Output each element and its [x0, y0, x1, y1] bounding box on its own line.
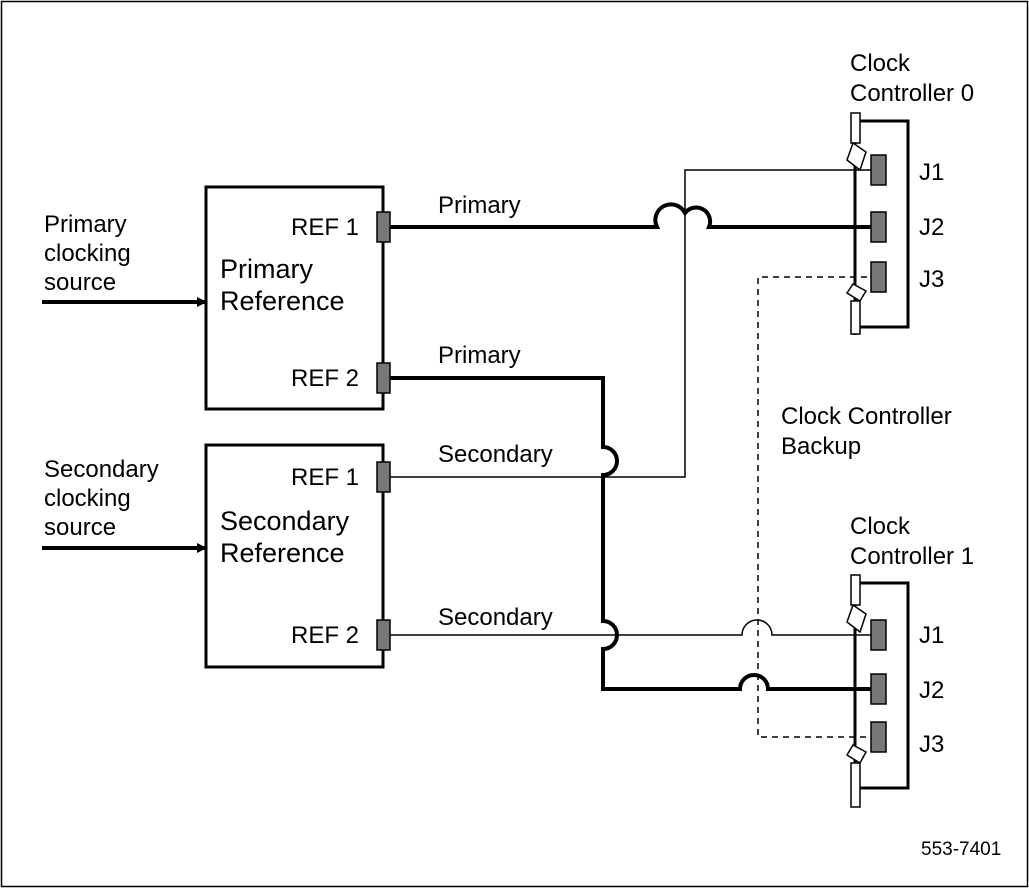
- clock-controller-0: Clock Controller 0 J1 J2 J3: [845, 50, 974, 335]
- figure-id: 553-7401: [921, 839, 1001, 860]
- secondary-ref2-connector: [376, 619, 391, 651]
- primary-source-label: Primary clocking source: [44, 211, 137, 296]
- cc0-j3-label: J3: [919, 266, 944, 293]
- cc0-j2-label: J2: [919, 214, 944, 241]
- secondary-reference-box: Secondary Reference REF 1 REF 2: [204, 443, 391, 669]
- secondary-source-label: Secondary clocking source: [44, 456, 165, 541]
- clock-controller-0-bottom-latch: [845, 283, 868, 335]
- cc0-j1-label: J1: [919, 159, 944, 186]
- cc0-j1-connector: [870, 154, 887, 186]
- clock-controller-0-top-latch: [846, 112, 867, 172]
- clock-controller-1: Clock Controller 1 J1 J2 J3: [845, 513, 974, 808]
- wire-secondary-ref2-to-cc1-j1: [390, 619, 878, 636]
- wire-clock-controller-backup: [757, 276, 878, 738]
- secondary-ref1-connector: [376, 461, 391, 493]
- primary-reference-box: Primary Reference REF 1 REF 2: [204, 185, 391, 411]
- link-label-secondary-ref2: Secondary: [438, 604, 553, 631]
- primary-ref2-label: REF 2: [291, 365, 359, 392]
- cc0-j3-connector: [870, 261, 887, 293]
- clock-controller-1-card: [855, 581, 910, 790]
- clock-controller-backup-label: Clock Controller Backup: [781, 403, 958, 460]
- wire-secondary-ref1-to-cc0-j1: [390, 169, 878, 478]
- cc1-j1-label: J1: [919, 622, 944, 649]
- wires: [390, 169, 878, 738]
- clock-controller-0-card: [855, 119, 910, 329]
- cc1-j3-connector: [870, 721, 887, 753]
- primary-ref1-connector: [376, 211, 391, 243]
- primary-ref1-label: REF 1: [291, 214, 359, 241]
- clock-controller-0-title: Clock Controller 0: [850, 50, 974, 107]
- secondary-ref1-label: REF 1: [291, 464, 359, 491]
- clock-controller-1-bottom-latch: [845, 744, 868, 808]
- cc0-j2-connector: [870, 211, 887, 243]
- clock-controller-1-top-latch: [846, 574, 867, 634]
- cc1-j2-label: J2: [919, 677, 944, 704]
- secondary-ref2-label: REF 2: [291, 622, 359, 649]
- clock-controller-1-title: Clock Controller 1: [850, 513, 974, 570]
- secondary-reference-title: Secondary Reference: [220, 506, 357, 568]
- cc1-j3-label: J3: [919, 731, 944, 758]
- link-label-primary-ref2: Primary: [438, 342, 521, 369]
- link-label-primary-ref1: Primary: [438, 192, 521, 219]
- link-label-secondary-ref1: Secondary: [438, 441, 553, 468]
- primary-ref2-connector: [376, 362, 391, 394]
- cc1-j1-connector: [870, 619, 887, 651]
- cc1-j2-connector: [870, 673, 887, 705]
- primary-reference-title: Primary Reference: [220, 254, 345, 316]
